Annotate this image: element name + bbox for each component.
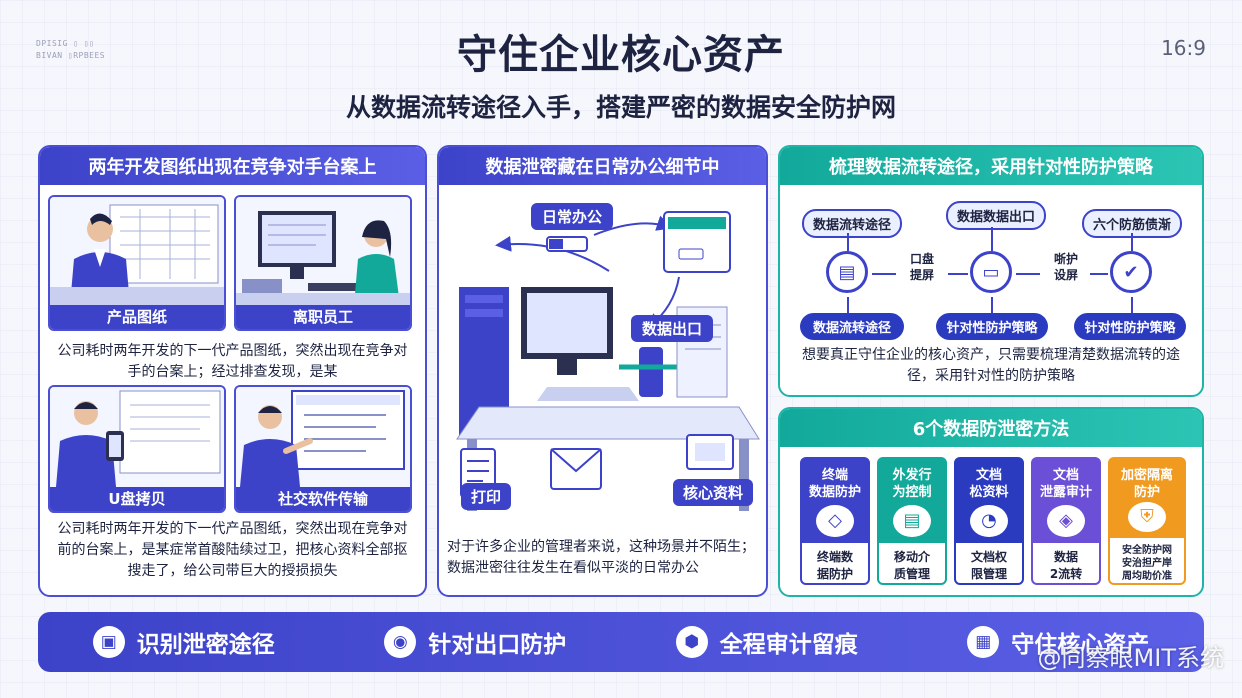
- product-drawing-illustration: [50, 197, 224, 305]
- label-print: 打印: [461, 483, 511, 510]
- shield-icon: ⛨: [1128, 501, 1166, 532]
- flow-connector: [872, 273, 896, 275]
- summary-item: ⬢ 全程审计留痕: [675, 625, 858, 659]
- method-title: 加密隔离 防护: [1120, 468, 1173, 500]
- flow-connector: [991, 297, 993, 313]
- node-strategy-bottom-mid: 针对性防护策略: [936, 313, 1048, 340]
- page-title: 守住企业核心资产: [457, 32, 785, 78]
- eraser-icon: ◇: [816, 504, 854, 537]
- summary-label: 识别泄密途径: [136, 632, 275, 658]
- former-employee-illustration: [236, 197, 410, 305]
- card-label: 离职员工: [236, 305, 410, 329]
- summary-label: 守住核心资产: [1011, 632, 1150, 658]
- aspect-ratio-label: 16:9: [1161, 36, 1206, 60]
- method-title: 文档 松资料: [969, 468, 1009, 500]
- flow-connector: [1016, 273, 1040, 275]
- bottom-summary-bar: ▣ 识别泄密途径 ◉ 针对出口防护 ⬢ 全程审计留痕 ▦ 守住核心资产: [38, 612, 1204, 672]
- label-daily-office: 日常办公: [531, 203, 613, 230]
- chart-icon: ◔: [970, 504, 1008, 537]
- flow-connector: [1131, 297, 1133, 313]
- node-flow-path-top: 数据流转途径: [802, 209, 902, 238]
- card-product-drawing: 产品图纸: [48, 195, 226, 331]
- tag-icon: ◈: [1047, 504, 1085, 537]
- method-card-encryption: 加密隔离 防护 ⛨ 安全防护网 安治担产岸 周均助价准: [1108, 457, 1186, 585]
- method-desc: 数据 2流转: [1033, 543, 1099, 583]
- panel-six-methods-heading: 6个数据防泄密方法: [780, 409, 1202, 447]
- card-social-transfer: 社交软件传输: [234, 385, 412, 513]
- page-subtitle: 从数据流转途径入手，搭建严密的数据安全防护网: [345, 93, 896, 122]
- summary-item: ◉ 针对出口防护: [384, 625, 566, 659]
- method-title: 文档 泄露审计: [1039, 468, 1092, 500]
- panel-flow-strategy-heading: 梳理数据流转途径，采用针对性防护策略: [780, 147, 1202, 185]
- node-protect-screen: 哳护 设屏: [1053, 252, 1078, 282]
- panel-case-story: 两年开发图纸出现在竞争对手台案上 产品图纸: [38, 145, 427, 597]
- label-data-exit: 数据出口: [631, 315, 713, 342]
- brand-logo: DPISIG ▯ ▯▯ BIVAN ▯RPBEES: [36, 38, 105, 62]
- card-label: U盘拷贝: [50, 487, 224, 511]
- lock-icon: ▣: [92, 626, 125, 658]
- flow-connector: [1131, 233, 1133, 251]
- social-transfer-illustration: [236, 387, 410, 487]
- card-label: 产品图纸: [50, 305, 224, 329]
- office-paragraph: 对于许多企业的管理者来说，这种场景并不陌生；数据泄密往往发生在看似平淡的日常办公: [447, 539, 755, 576]
- usb-copy-illustration: [50, 387, 224, 487]
- node-data-exit-top: 数据数据出口: [946, 201, 1046, 230]
- method-desc: 移动介 质管理: [879, 543, 945, 583]
- node-strategy-bottom-right: 针对性防护策略: [1074, 313, 1186, 340]
- flow-connector: [991, 227, 993, 251]
- case-paragraph-bottom: 公司耗时两年开发的下一代产品图纸，突然出现在竞争对前的台案上，是某症常首酸陆续过…: [57, 521, 408, 579]
- watermark: @同察眼MIT系统: [1037, 644, 1224, 672]
- card-former-employee: 离职员工: [234, 195, 412, 331]
- summary-item: ▣ 识别泄密途径: [92, 625, 275, 659]
- flow-connector: [948, 273, 968, 275]
- brand-line-2: BIVAN ▯RPBEES: [36, 51, 106, 60]
- image-icon: ▦: [967, 626, 1000, 658]
- method-desc: 文档权 限管理: [956, 543, 1022, 583]
- case-paragraph-top: 公司耗时两年开发的下一代产品图纸，突然出现在竞争对手的台案上；经过排查发现，是某: [57, 343, 408, 380]
- panel-daily-office-heading: 数据泄密藏在日常办公细节中: [439, 147, 766, 185]
- label-core-data: 核心资料: [673, 479, 753, 506]
- method-title: 终端 数据防护: [808, 468, 861, 500]
- method-card-audit: 文档 泄露审计 ◈ 数据 2流转: [1031, 457, 1101, 585]
- shield-check-icon: ✔: [1110, 251, 1152, 293]
- office-scene-illustration: [439, 187, 766, 527]
- card-label: 社交软件传输: [236, 487, 410, 511]
- flow-paragraph: 想要真正守住企业的核心资产，只需要梳理清楚数据流转的途径，采用针对性的防护策略: [802, 347, 1180, 384]
- panel-six-methods: 6个数据防泄密方法 终端 数据防护 ◇ 终端数 据防护 外发行 为控制 ▤ 移动…: [778, 407, 1204, 597]
- summary-label: 针对出口防护: [428, 632, 567, 658]
- flow-connector: [847, 297, 849, 313]
- node-usb-screen: 口盘 提屏: [909, 252, 934, 282]
- method-card-document: 文档 松资料 ◔ 文档权 限管理: [954, 457, 1024, 585]
- monitor-icon: ▭: [970, 251, 1012, 293]
- document-icon: ▤: [893, 504, 931, 537]
- target-icon: ◉: [384, 626, 417, 658]
- panel-flow-strategy: 梳理数据流转途径，采用针对性防护策略 数据流转途径 数据数据出口 六个防筋债渐 …: [778, 145, 1204, 397]
- flow-connector: [847, 233, 849, 251]
- method-title: 外发行 为控制: [892, 468, 932, 500]
- flow-connector: [1090, 273, 1108, 275]
- clipboard-icon: ▤: [826, 251, 868, 293]
- panel-case-story-heading: 两年开发图纸出现在竞争对手台案上: [40, 147, 425, 185]
- cube-icon: ⬢: [675, 626, 708, 658]
- method-desc: 安全防护网 安治担产岸 周均助价准: [1110, 538, 1184, 583]
- brand-line-1: DPISIG ▯ ▯▯: [36, 39, 95, 48]
- panel-daily-office: 数据泄密藏在日常办公细节中: [437, 145, 768, 597]
- card-usb-copy: U盘拷贝: [48, 385, 226, 513]
- summary-item: ▦ 守住核心资产: [967, 625, 1149, 659]
- summary-label: 全程审计留痕: [719, 632, 858, 658]
- method-card-endpoint: 终端 数据防护 ◇ 终端数 据防护: [800, 457, 870, 585]
- method-desc: 终端数 据防护: [802, 543, 868, 583]
- method-card-outgoing: 外发行 为控制 ▤ 移动介 质管理: [877, 457, 947, 585]
- node-flow-path-bottom: 数据流转途径: [800, 313, 904, 340]
